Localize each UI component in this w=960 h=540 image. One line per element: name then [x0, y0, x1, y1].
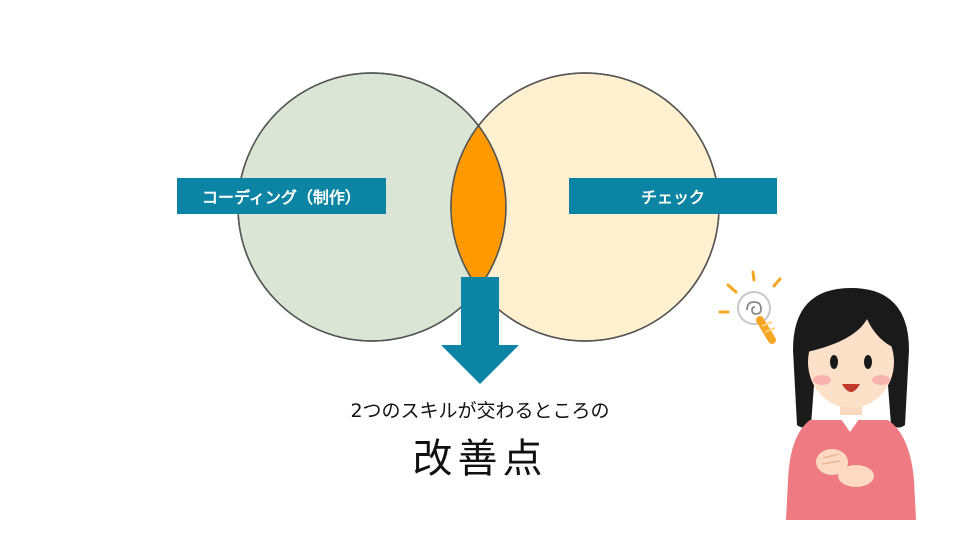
coding-label: コーディング（制作） — [177, 178, 386, 214]
woman-idea-illustration — [718, 270, 916, 520]
lightbulb-icon — [737, 291, 776, 344]
caption-title: 改善点 — [412, 436, 548, 482]
check-label: チェック — [569, 178, 777, 214]
idea-rays-icon — [718, 270, 782, 314]
down-arrow — [441, 277, 519, 384]
caption-subtitle: 2つのスキルが交わるところの — [350, 400, 610, 422]
